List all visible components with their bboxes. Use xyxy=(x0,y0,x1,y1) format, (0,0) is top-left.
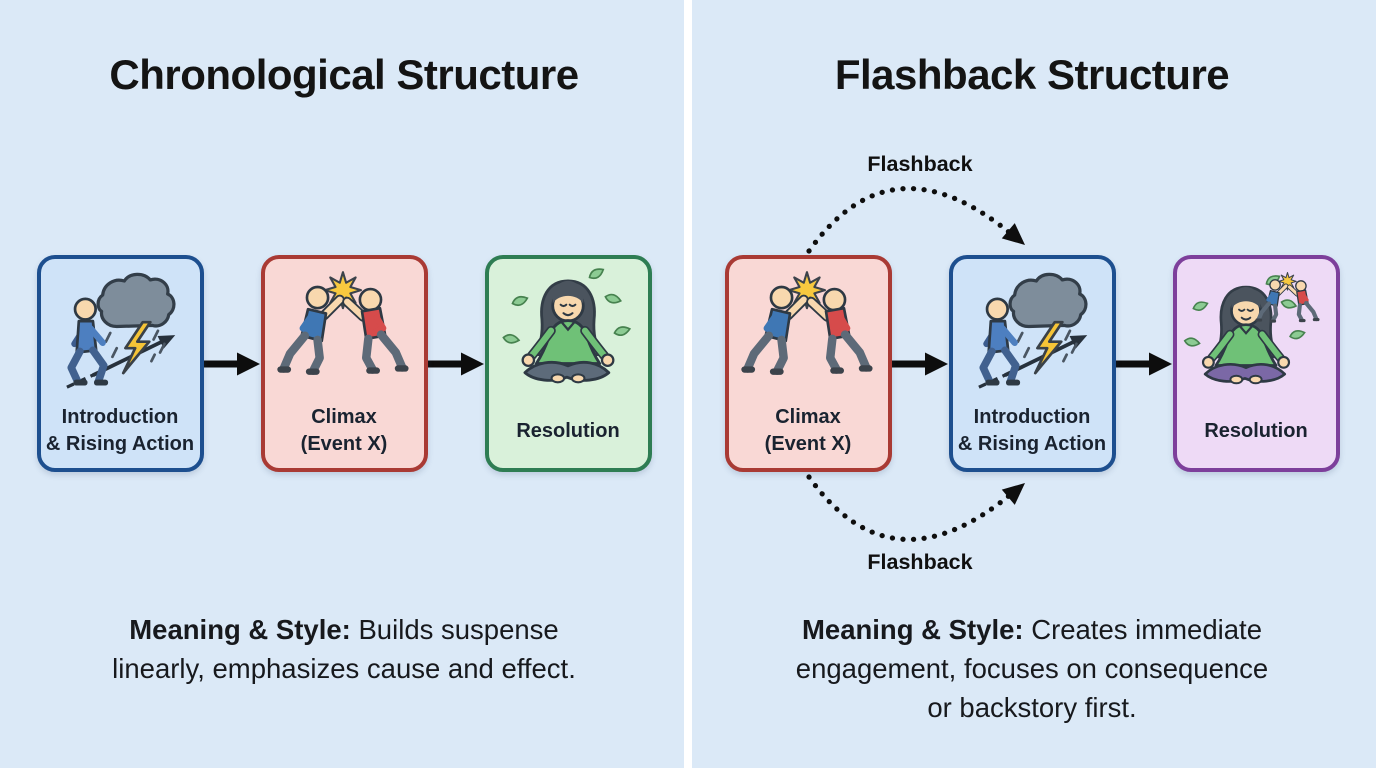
stage-box-resolution: Resolution xyxy=(484,255,652,472)
panel-divider xyxy=(684,0,692,768)
flashback-arc-bottom xyxy=(806,474,1019,543)
caption-body: Builds suspense linearly, emphasizes cau… xyxy=(112,614,576,685)
walking-person-storm-icon xyxy=(49,268,191,398)
flashback-flow-row: Climax (Event X) Introduction & Rising A… xyxy=(688,255,1376,472)
walking-person-storm-icon xyxy=(961,268,1103,398)
stage-box-label: Introduction & Rising Action xyxy=(45,406,195,455)
icon-area xyxy=(41,259,200,400)
caption-body: Creates immediate engagement, focuses on… xyxy=(795,614,1269,724)
stage-box-introduction: Introduction & Rising Action xyxy=(948,255,1116,472)
stage-box-resolution: Resolution xyxy=(1172,255,1340,472)
flashback-arrowhead-top xyxy=(1001,223,1025,245)
meditating-person-icon xyxy=(494,265,642,401)
flow-arrow-icon xyxy=(204,351,261,377)
stage-box-label: Resolution xyxy=(516,420,620,443)
flashback-title: Flashback Structure xyxy=(834,51,1230,98)
panel-chronological: Chronological Structure Introduction & R… xyxy=(0,51,688,688)
caption-lead: Meaning & Style: xyxy=(802,614,1024,645)
caption-lead: Meaning & Style: xyxy=(129,614,351,645)
stage-box-label: Climax (Event X) xyxy=(764,406,852,455)
stage-box-label: Introduction & Rising Action xyxy=(957,406,1107,455)
icon-area xyxy=(489,259,648,401)
stage-box-climax: Climax (Event X) xyxy=(260,255,428,472)
flashback-label-top: Flashback xyxy=(867,152,973,176)
flashback-label-bottom: Flashback xyxy=(867,550,973,574)
flashback-caption: Meaning & Style: Creates immediate engag… xyxy=(707,610,1357,727)
stage-box-label: Climax (Event X) xyxy=(300,406,388,455)
panel-flashback: Flashback Structure Flashback Flashback … xyxy=(688,0,1376,768)
flow-arrow-icon xyxy=(1116,351,1173,377)
flashback-arc-top xyxy=(806,185,1019,254)
stage-box-introduction: Introduction & Rising Action xyxy=(36,255,204,472)
chronological-caption: Meaning & Style: Builds suspense linearl… xyxy=(19,610,669,688)
flow-arrow-icon xyxy=(428,351,485,377)
stage-box-climax: Climax (Event X) xyxy=(724,255,892,472)
icon-area xyxy=(953,259,1112,400)
icon-area xyxy=(729,259,888,400)
memory-fight-icon xyxy=(1248,271,1328,333)
icon-area xyxy=(265,259,424,400)
fighting-people-icon xyxy=(275,269,413,396)
flow-arrow-icon xyxy=(892,351,949,377)
stage-box-label: Resolution xyxy=(1204,419,1308,442)
chronological-flow-row: Introduction & Rising Action Climax (Eve… xyxy=(0,255,688,472)
chronological-title: Chronological Structure xyxy=(109,51,579,98)
fighting-people-icon xyxy=(739,269,877,396)
flashback-arrowhead-bottom xyxy=(1001,483,1025,505)
